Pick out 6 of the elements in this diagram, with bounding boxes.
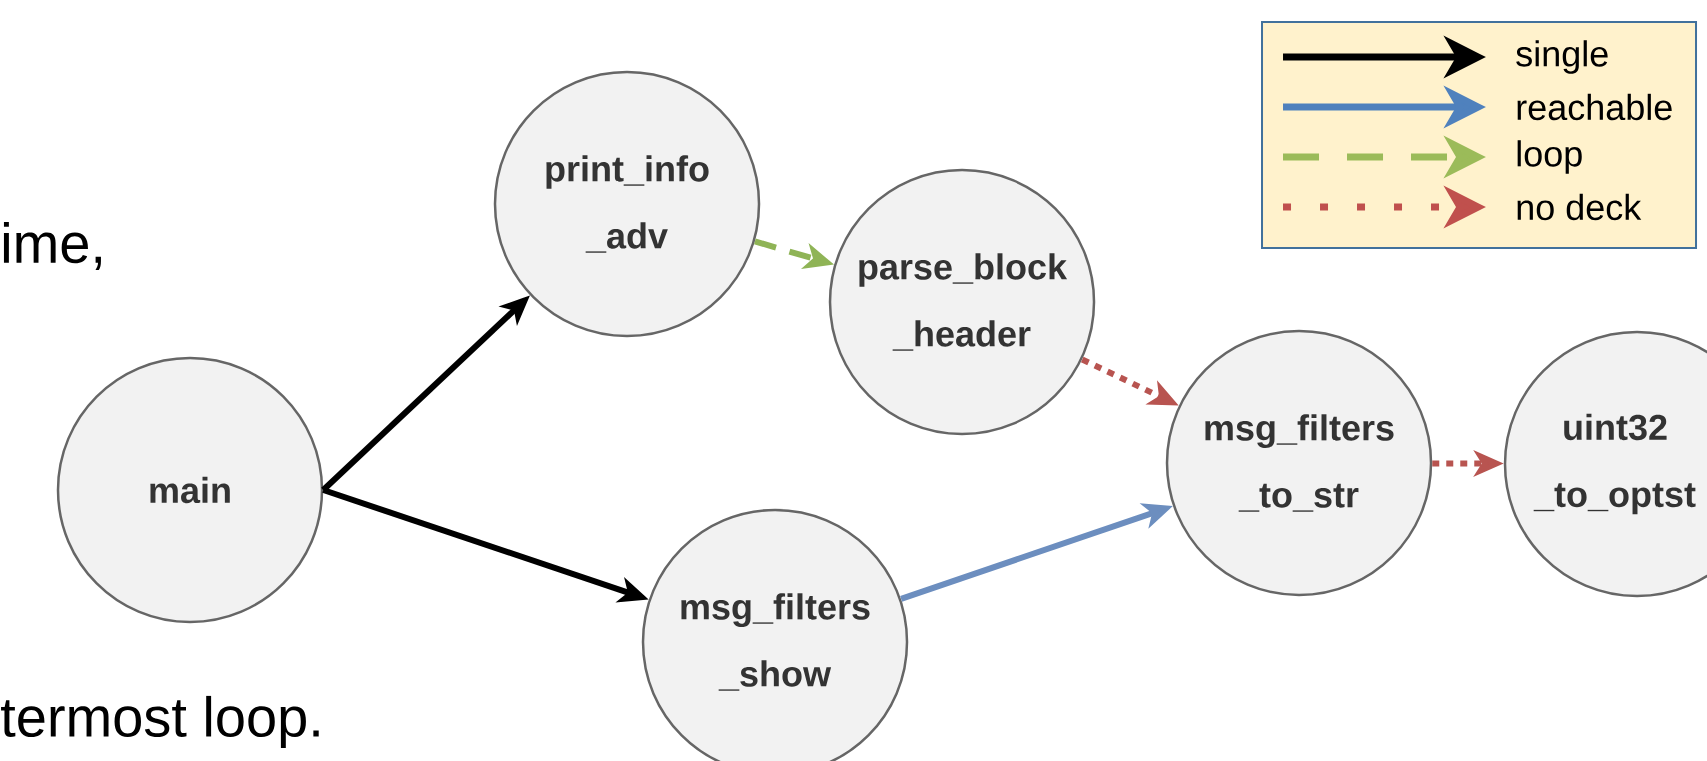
legend-label: loop [1517, 140, 1582, 174]
text-fragment: ime, [3, 222, 101, 270]
legend-label: no deck [1517, 193, 1642, 221]
legend-label: reachable [1517, 93, 1672, 121]
text-fragment: termost loop. [1, 695, 319, 749]
legend-label: single [1516, 40, 1608, 74]
